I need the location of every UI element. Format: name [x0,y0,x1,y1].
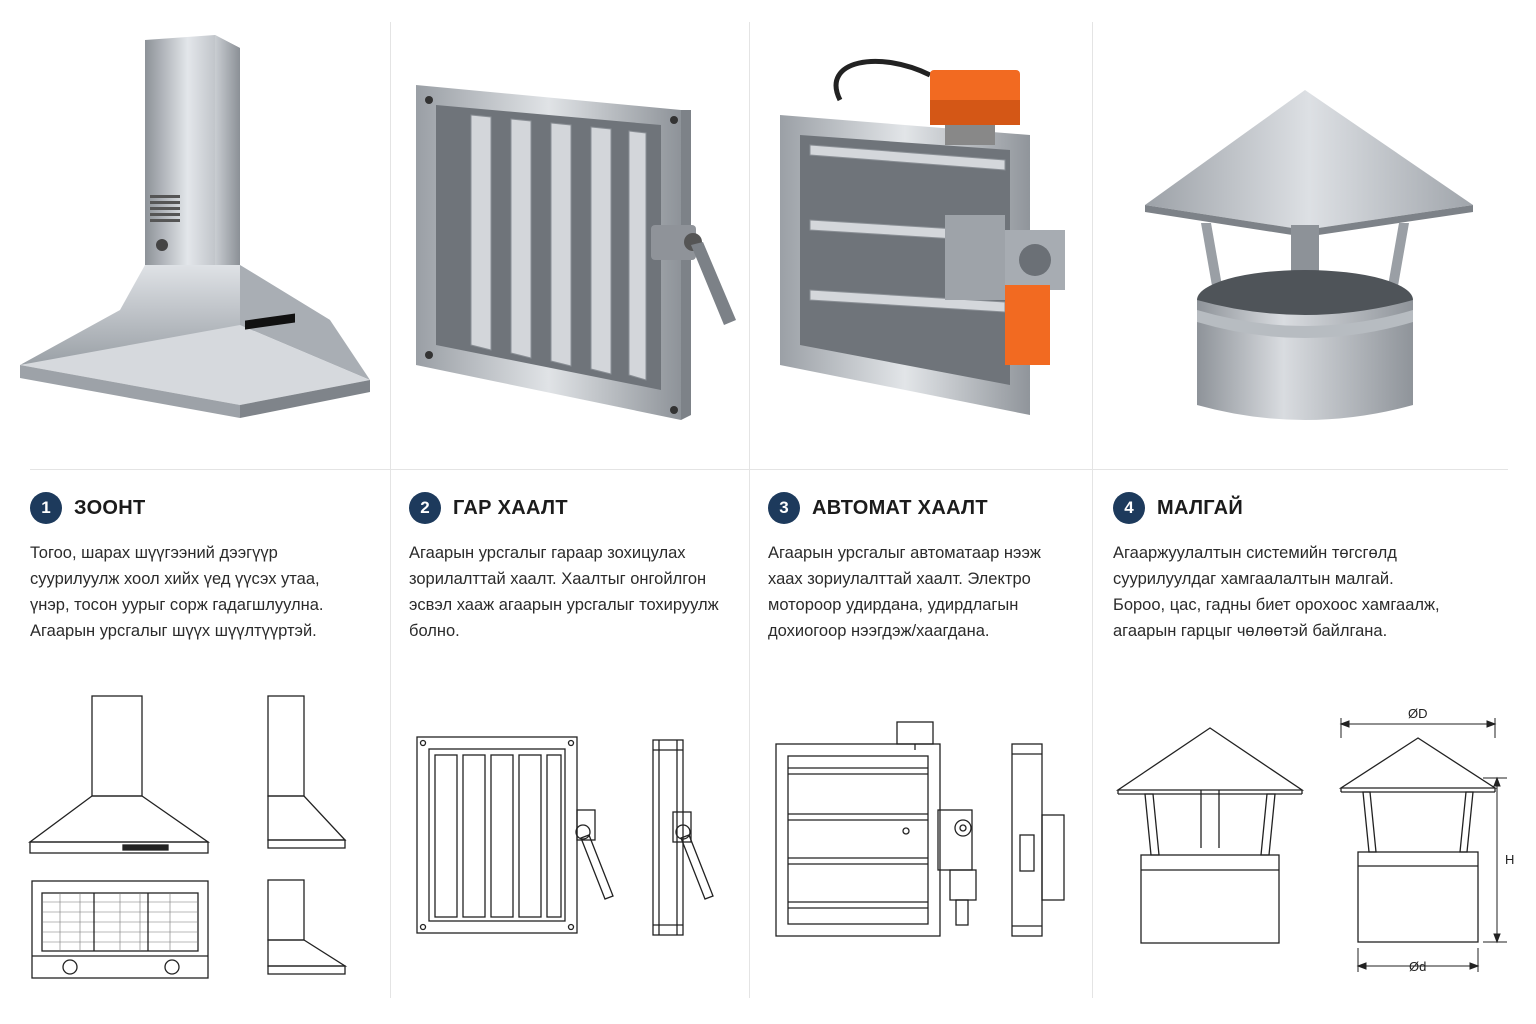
dimension-height-label: H [1505,852,1514,867]
section-title: ГАР ХААЛТ [453,496,568,519]
section-title: АВТОМАТ ХААЛТ [812,496,988,519]
section-chimney-cap: 4 МАЛГАЙ Агааржуулалтын системийн төгсгө… [1093,0,1536,1024]
chimney-cap-icon [1145,90,1473,420]
section-number-badge: 1 [30,492,62,524]
manual-damper-technical-drawing [416,736,714,936]
column-divider-3 [1092,22,1093,998]
section-title: МАЛГАЙ [1157,496,1244,519]
dimension-bottom-diameter-label: Ød [1409,959,1426,974]
column-divider-1 [390,22,391,998]
range-hood-icon [20,35,370,418]
section-title: ЗООНТ [74,496,146,519]
section-number-badge: 4 [1113,492,1145,524]
section-description: Агаарын урсгалыг автоматаар нээж хаах зо… [768,544,1041,640]
hood-technical-drawing [28,695,348,979]
row-divider [30,469,1508,470]
section-description: Агааржуулалтын системийн төгсгөлд суурил… [1113,544,1440,640]
section-manual-damper: 2 ГАР ХААЛТ Агаарын урсгалыг гараар зохи… [391,0,749,1024]
dimension-top-diameter-label: ØD [1408,706,1428,721]
column-divider-2 [749,22,750,998]
motorized-damper-icon [780,58,1065,415]
section-motorized-damper: 3 АВТОМАТ ХААЛТ Агаарын урсгалыг автомат… [750,0,1092,1024]
motorized-damper-technical-drawing [775,721,1065,937]
manual-damper-icon [416,85,736,420]
section-description: Тогоо, шарах шүүгээний дээгүүр суурилуул… [30,544,324,640]
section-description: Агаарын урсгалыг гараар зохицулах зорила… [409,544,719,640]
chimney-cap-technical-drawing: ØD Ød H [1115,706,1514,974]
section-number-badge: 3 [768,492,800,524]
section-hood: 1 ЗООНТ Тогоо, шарах шүүгээний дээгүүр с… [0,0,390,1024]
section-number-badge: 2 [409,492,441,524]
